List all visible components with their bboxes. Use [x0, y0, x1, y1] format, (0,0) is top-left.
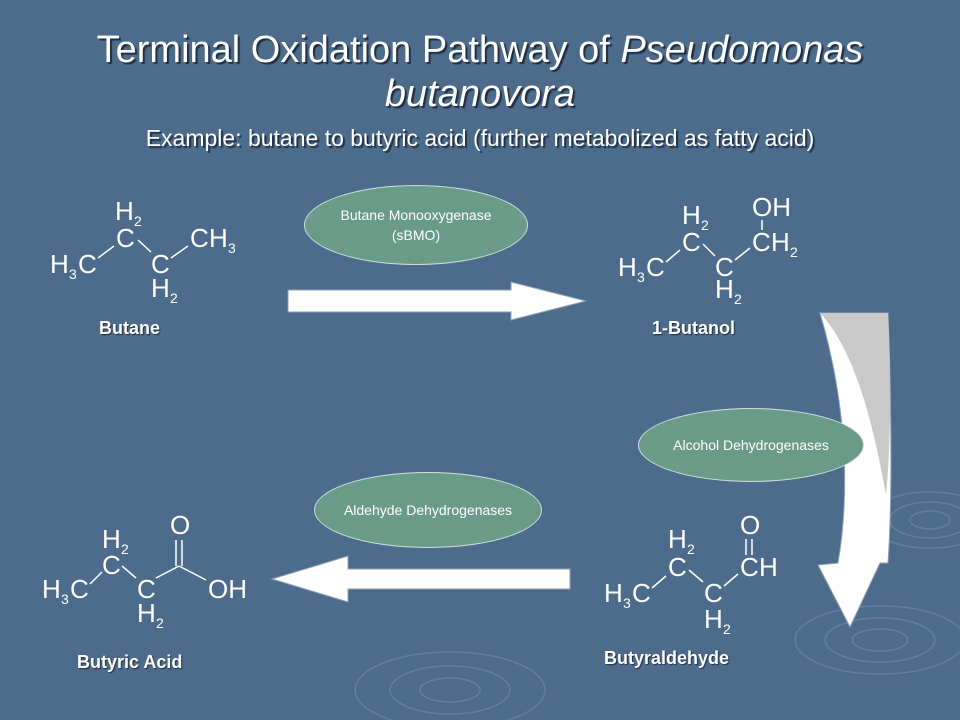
subscript: 3	[637, 269, 645, 285]
atom-c: C	[646, 252, 665, 282]
atom-c: C	[102, 550, 121, 580]
bonds	[651, 539, 753, 589]
atom-h: H	[668, 524, 687, 554]
bonds	[89, 540, 207, 585]
atom-c: C	[190, 223, 209, 253]
butyraldehyde-label: Butyraldehyde	[604, 648, 730, 668]
slide-title: Terminal Oxidation Pathway of Pseudomona…	[0, 28, 960, 116]
subscript: 2	[723, 621, 731, 637]
atom-h: H	[50, 249, 69, 279]
butyric-acid-label: Butyric Acid	[77, 652, 183, 672]
butane-structure: H 2 C C H 3 H 3 C C H 2	[50, 196, 236, 306]
atom-h: H	[704, 604, 723, 634]
subscript: 2	[790, 244, 798, 260]
butyric-acid-structure: O H 2 C H 3 C C OH H 2	[42, 510, 247, 631]
atom-h: H	[715, 274, 734, 304]
atom-c: C	[137, 574, 156, 604]
atom-h: H	[102, 524, 121, 554]
subscript: 3	[228, 240, 236, 256]
atom-h: H	[151, 273, 170, 303]
atom-c: C	[740, 552, 759, 582]
enzyme-abbrev: (sBMO)	[391, 227, 441, 243]
subscript: 3	[69, 266, 77, 282]
title-prefix: Terminal Oxidation Pathway of	[96, 29, 621, 71]
butyraldehyde-structure: O H 2 C C H H 3 C C H 2	[604, 510, 778, 637]
butanol-structure: OH H 2 C C H 2 H 3 C C H 2	[618, 192, 798, 307]
enzyme-name: Butane Monooxygenase	[340, 207, 492, 223]
atom-c: C	[752, 227, 771, 257]
subscript: 2	[156, 615, 164, 631]
atom-h: H	[115, 196, 134, 226]
atom-c: C	[151, 249, 170, 279]
subscript: 2	[734, 291, 742, 307]
atom-c: C	[682, 227, 701, 257]
slide-subtitle: Example: butane to butyric acid (further…	[145, 125, 815, 151]
subscript: 2	[121, 541, 129, 557]
butanol-label: 1-Butanol	[652, 318, 735, 338]
subscript: 3	[61, 591, 69, 607]
atom-h: H	[682, 200, 701, 230]
atom-c: C	[704, 578, 723, 608]
atom-oh: OH	[752, 192, 791, 222]
atom-c: C	[632, 578, 651, 608]
bonds	[665, 220, 763, 263]
enzyme-alcohol-dehydrogenases: Alcohol Dehydrogenases	[638, 408, 864, 482]
subscript: 3	[623, 595, 631, 611]
left-arrow	[270, 555, 571, 603]
curved-arrow	[817, 312, 892, 629]
title-genus: Pseudomonas	[620, 29, 864, 71]
atom-h: H	[209, 223, 228, 253]
atom-o: O	[170, 510, 190, 540]
atom-h: H	[618, 252, 637, 282]
title-species: butanovora	[384, 73, 576, 115]
enzyme-butane-monooxygenase: Butane Monooxygenase (sBMO)	[304, 185, 528, 265]
bonds	[97, 239, 189, 259]
atom-oh: OH	[208, 574, 247, 604]
atom-h: H	[604, 578, 623, 608]
atom-c: C	[668, 552, 687, 582]
atom-h: H	[137, 598, 156, 628]
enzyme-aldehyde-dehydrogenases: Aldehyde Dehydrogenases	[314, 472, 542, 548]
atom-h: H	[759, 552, 778, 582]
atom-c: C	[78, 249, 97, 279]
butane-label: Butane	[99, 318, 161, 338]
subscript: 2	[687, 541, 695, 557]
subscript: 2	[701, 217, 709, 233]
atom-h: H	[42, 574, 61, 604]
atom-c: C	[70, 574, 89, 604]
atom-h: H	[771, 227, 790, 257]
atom-c: C	[116, 223, 135, 253]
atom-c: C	[715, 252, 734, 282]
atom-o: O	[740, 510, 760, 540]
subscript: 2	[134, 213, 142, 229]
right-arrow	[287, 281, 587, 321]
subscript: 2	[170, 290, 178, 306]
